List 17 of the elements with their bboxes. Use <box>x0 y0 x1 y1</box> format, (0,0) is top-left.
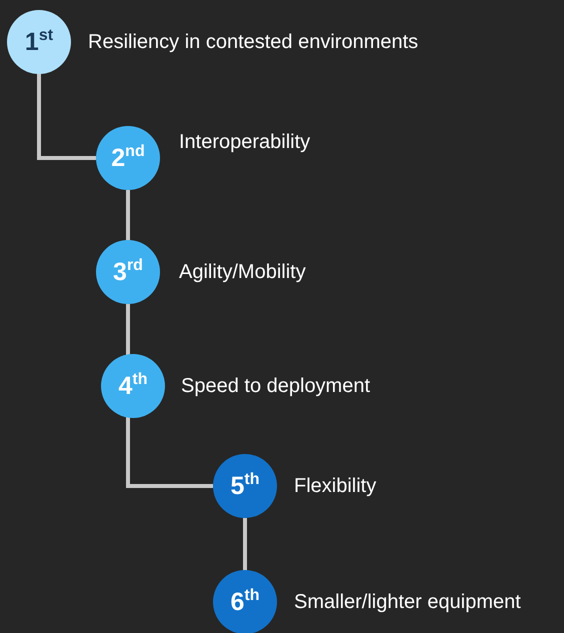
rank-number: 2$^{nd}$ <box>111 146 145 170</box>
priority-label: Flexibility <box>294 474 376 498</box>
rank-number: 1$^{st}$ <box>24 30 54 54</box>
rank-number: 4$^{th}$ <box>118 374 148 398</box>
priority-label: Agility/Mobility <box>179 260 306 284</box>
connector-line <box>37 73 96 160</box>
rank-number: 3$^{rd}$ <box>113 260 143 284</box>
priority-label: Speed to deployment <box>181 374 370 398</box>
rank-number: 6$^{th}$ <box>230 590 260 614</box>
connector-line <box>126 417 213 488</box>
connector-line <box>243 518 247 572</box>
priority-label: Interoperability <box>179 130 310 154</box>
connector-line <box>126 190 130 242</box>
priority-label: Resiliency in contested environments <box>88 30 418 54</box>
rank-number: 5$^{th}$ <box>230 474 260 498</box>
priority-label: Smaller/lighter equipment <box>294 590 521 614</box>
connector-line <box>126 304 130 356</box>
